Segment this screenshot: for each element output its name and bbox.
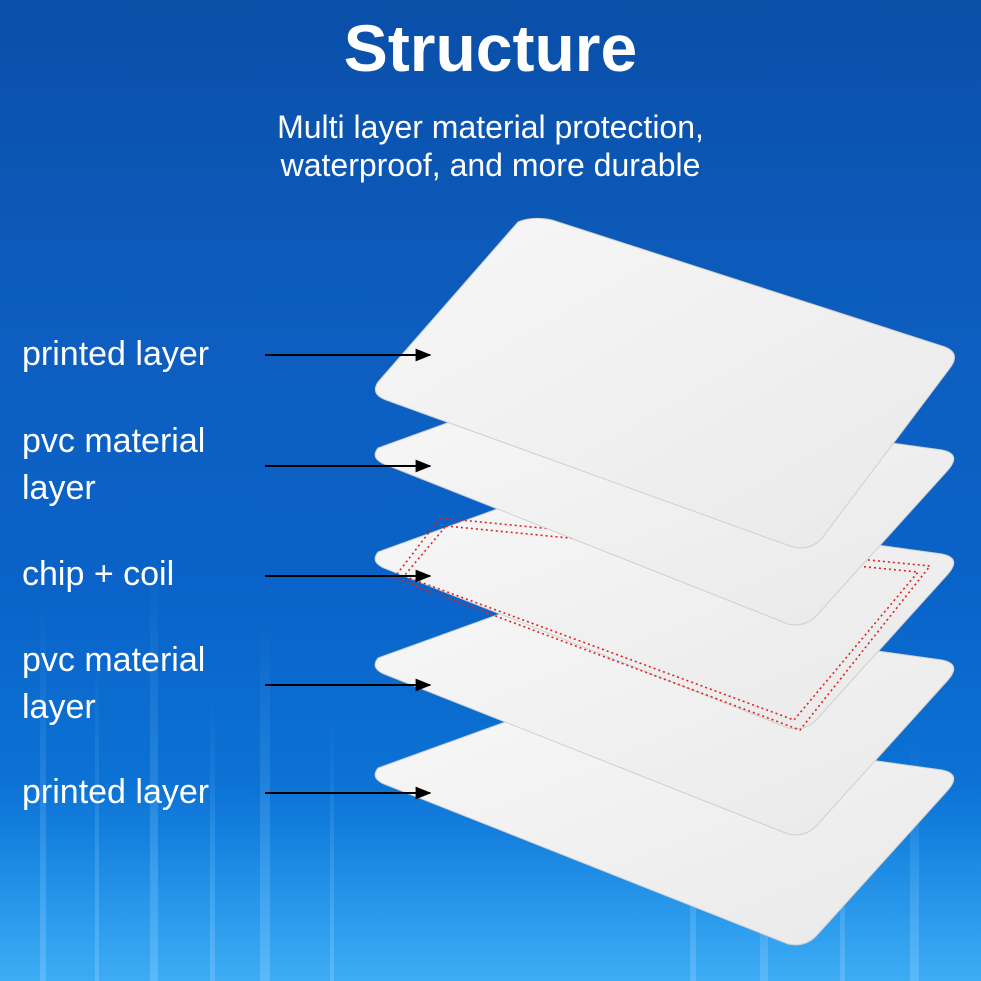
label-printed-layer-bottom: printed layer [22,773,210,811]
subtitle-line-2: waterproof, and more durable [280,147,701,183]
subtitle-line-1: Multi layer material protection, [277,109,704,145]
subtitle: Multi layer material protection, waterpr… [0,108,981,184]
label-pvc-material-layer-lower: pvc material layer [22,641,206,726]
label-pvc-material-layer-upper: pvc material layer [22,422,206,507]
label-chip-coil: chip + coil [22,555,175,593]
coil-outer [392,517,932,731]
card-layer-printed-top [374,217,955,549]
page-title: Structure [343,11,638,85]
label-printed-layer-top: printed layer [22,335,210,373]
